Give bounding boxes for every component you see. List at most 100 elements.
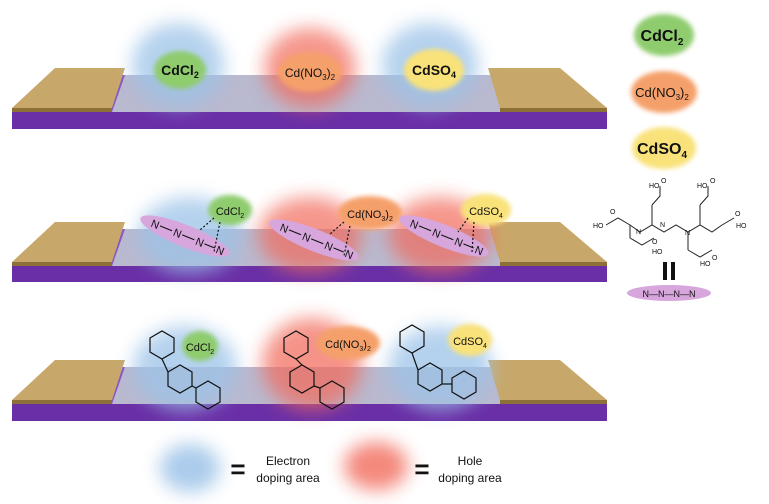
- svg-text:Cd(NO3)2: Cd(NO3)2: [325, 339, 371, 353]
- salt-label: Cd(NO: [325, 339, 360, 351]
- salt-label: CdSO: [469, 206, 499, 218]
- atom-label: HO: [700, 261, 711, 268]
- atom-label: O: [735, 211, 741, 218]
- electrode-right: [488, 222, 607, 266]
- svg-text:CdCl2: CdCl2: [641, 28, 684, 48]
- svg-text:Cd(NO3)2: Cd(NO3)2: [347, 209, 393, 223]
- salt-label: Cd(NO: [285, 66, 322, 80]
- salt-subscript: 3: [322, 73, 327, 82]
- svg-text:Cd(NO3)2: Cd(NO3)2: [635, 85, 689, 102]
- salt-subscript: 4: [681, 150, 687, 161]
- salt-subscript: 3: [359, 346, 363, 353]
- atom-label: O: [610, 209, 616, 216]
- electron-label-line1: Electron: [266, 454, 310, 468]
- chain-legend-text: N—N—N—N: [643, 289, 696, 299]
- svg-text:CdCl2: CdCl2: [216, 206, 244, 220]
- salt-subscript: 3: [676, 93, 681, 102]
- chain-atom: N: [430, 227, 442, 241]
- salt-label: Cd(NO: [635, 85, 675, 100]
- device-row-3: CdCl2 Cd(NO3)2 CdSO4: [12, 318, 607, 421]
- cdno3-ellipse: Cd(NO3)2: [278, 52, 342, 92]
- salt-subscript: 4: [499, 213, 503, 220]
- atom-label: HO: [593, 223, 604, 230]
- chain-atom: N: [171, 227, 183, 241]
- salt-subscript: 3: [381, 216, 385, 223]
- chain-atom: N: [194, 236, 206, 250]
- salt-label: CdCl: [216, 206, 240, 218]
- salt-label: CdCl: [186, 342, 210, 354]
- chain-legend: N—N—N—N: [627, 285, 711, 301]
- salt-label: ): [385, 209, 389, 221]
- salt-label: CdSO: [453, 336, 483, 348]
- electrode-right: [488, 68, 607, 112]
- salt-subscript: 2: [240, 213, 244, 220]
- electron-label-line2: doping area: [256, 471, 320, 485]
- salt-subscript: 2: [389, 216, 393, 223]
- atom-label: HO: [697, 183, 708, 190]
- chain-atom: N: [453, 236, 465, 250]
- doping-legend: = Electron doping area = Hole doping are…: [160, 442, 502, 492]
- salt-cdno3: Cd(NO3)2: [316, 326, 380, 360]
- hole-label-line1: Hole: [458, 454, 483, 468]
- salt-subscript: 4: [483, 343, 487, 350]
- hole-label-line2: doping area: [438, 471, 502, 485]
- salt-label: CdCl: [641, 28, 678, 45]
- atom-label: O: [652, 239, 658, 246]
- chain-atom: N: [473, 244, 485, 258]
- equals-sign: =: [414, 454, 429, 484]
- salt-subscript: 4: [451, 70, 456, 80]
- salt-subscript: 2: [684, 93, 689, 102]
- key-cdso4: CdSO4: [632, 127, 696, 169]
- salt-label: Cd(NO: [347, 209, 382, 221]
- cdso4-ellipse: CdSO4: [404, 49, 464, 91]
- salt-cdso4: CdSO4: [448, 324, 492, 356]
- electrode-left: [12, 68, 125, 112]
- terpyridine-complex-cdno3: [283, 330, 345, 410]
- chain-atom: N: [278, 222, 290, 236]
- atom-label: O: [710, 178, 716, 185]
- salt-label: CdSO: [412, 62, 451, 78]
- chain-complex-cdso4: N N N N CdSO4: [399, 194, 511, 258]
- salt-subscript: 2: [331, 73, 336, 82]
- atom-label: N: [660, 222, 665, 229]
- chain-atom: N: [323, 240, 335, 254]
- chain-atom: N: [408, 218, 420, 232]
- device-row-2: N N N N CdCl2 N N N N: [12, 194, 607, 282]
- electrode-left: [12, 222, 125, 266]
- chain-atom: N: [343, 248, 355, 262]
- polyamine-chain: N N N N: [140, 215, 230, 258]
- salt-label: CdSO: [637, 141, 681, 158]
- svg-text:CdSO4: CdSO4: [412, 62, 456, 80]
- salt-label: ): [327, 66, 331, 80]
- svg-text:CdSO4: CdSO4: [453, 336, 487, 350]
- atom-label: HO: [736, 223, 747, 230]
- molecule-atom-labels: HO O N HO O N O HO N HO O O HO O HO: [593, 178, 747, 268]
- atom-label: N: [685, 230, 690, 237]
- atom-label: HO: [649, 183, 660, 190]
- svg-text:CdCl2: CdCl2: [186, 342, 214, 356]
- key-cdno3: Cd(NO3)2: [631, 71, 697, 113]
- atom-label: N: [636, 229, 641, 236]
- device-row-1: CdCl2 Cd(NO3)2 CdSO4: [12, 23, 607, 129]
- svg-text:CdCl2: CdCl2: [161, 62, 199, 80]
- electrode-left: [12, 360, 125, 404]
- electron-swatch: [160, 444, 220, 492]
- svg-text:CdSO4: CdSO4: [469, 206, 503, 220]
- salt-label: ): [680, 85, 684, 100]
- chain-complex-cdno3: N N N N Cd(NO3)2: [269, 196, 402, 262]
- salt-cdcl2: CdCl2: [182, 331, 218, 361]
- svg-text:CdSO4: CdSO4: [637, 141, 687, 161]
- atom-label: O: [661, 178, 667, 185]
- chain-atom: N: [300, 231, 312, 245]
- terpyridine-complex-cdso4: [399, 324, 477, 400]
- salt-label: ): [363, 339, 367, 351]
- hole-swatch: [344, 442, 408, 490]
- pentaacetic-acid-structure: [605, 186, 735, 258]
- atom-label: O: [712, 255, 718, 262]
- key-cdcl2: CdCl2: [634, 14, 694, 56]
- salt-subscript: 2: [678, 37, 684, 48]
- chain-atom: N: [149, 218, 161, 232]
- salt-label: CdCl: [161, 62, 194, 78]
- electrode-right: [488, 360, 607, 404]
